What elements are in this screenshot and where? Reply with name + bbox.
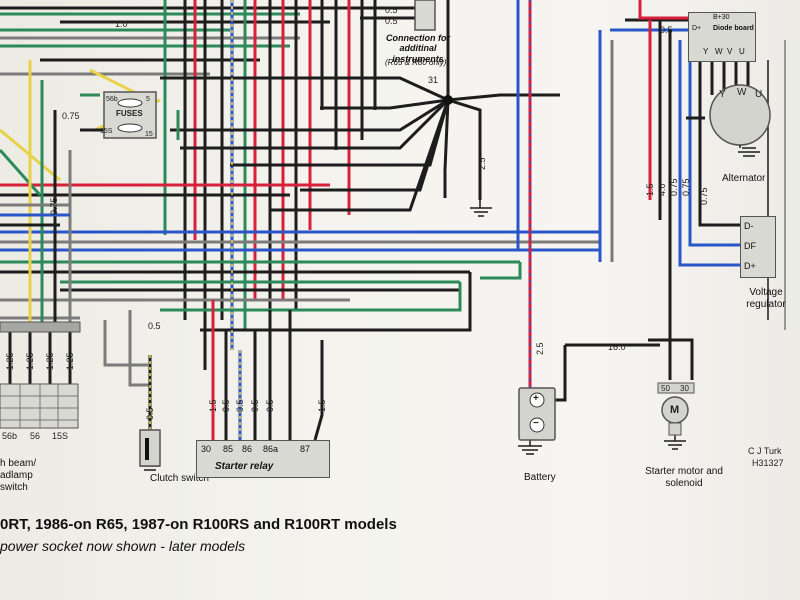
diode-term-v: V <box>727 47 733 56</box>
headlamp-label-3: switch <box>0 482 28 493</box>
headlamp-term-15s: 15S <box>52 431 69 441</box>
alt-term-u: U <box>755 89 763 100</box>
wire-gauge-ground: 2.5 <box>477 157 487 170</box>
left-wire-2: 1.25 <box>25 352 35 370</box>
starter-relay-label: Starter relay <box>215 461 274 472</box>
diode-dplus: D+ <box>692 25 702 32</box>
wire-gauge-relay: 0.5 <box>148 321 161 331</box>
starter-relay: 30 85 86 86a 87 Starter relay <box>196 440 330 478</box>
headlamp-label-1: h beam/ <box>0 458 37 469</box>
headlamp-term-56b: 56b <box>2 431 18 441</box>
relay-term-86: 86 <box>242 444 253 454</box>
diode-term-y: Y <box>703 47 709 56</box>
credit-ref: H31327 <box>752 458 784 468</box>
wire-gauge-diode: 0.5 <box>660 25 673 35</box>
wire-gauge-battery: 2.5 <box>535 342 545 355</box>
wire-gauge-vr: 0.75 <box>699 187 709 205</box>
wire-gauge-starter: 16.0 <box>608 342 626 352</box>
clutch-switch-label: Clutch switch <box>150 473 209 484</box>
relay-term-86a: 86a <box>263 444 279 454</box>
vr-term-dminus: D- <box>744 221 754 231</box>
relay-wire-6: 1.5 <box>317 399 327 412</box>
starter-motor-m: M <box>670 404 680 416</box>
relay-wire-5: 0.5 <box>265 399 275 412</box>
relay-term-85: 85 <box>223 444 234 454</box>
diode-term-u: U <box>739 47 745 56</box>
alternator-label: Alternator <box>722 173 766 184</box>
headlamp-label-2: adlamp <box>0 470 33 481</box>
headlamp-term-56: 56 <box>30 431 41 441</box>
caption-line-1: 0RT, 1986-on R65, 1987-on R100RS and R10… <box>0 516 397 533</box>
relay-term-87: 87 <box>300 444 311 454</box>
diode-board: B+30 D+ Diode board Y W V U <box>688 12 756 62</box>
wire-gauge-left: 0.75 <box>49 197 59 215</box>
wire-gauge-clutch: 0.5 <box>145 407 155 420</box>
alt-term-y: Y <box>719 89 726 100</box>
vr-term-dplus: D+ <box>744 261 756 271</box>
relay-term-30: 30 <box>201 444 212 454</box>
fuse-term-15s: 15S <box>100 128 113 135</box>
connection-box-title: Connection for additinal instruments <box>386 33 450 64</box>
battery-label: Battery <box>524 472 556 483</box>
relay-wire-1: 1.5 <box>208 399 218 412</box>
voltage-regulator-label: Voltage regulator <box>746 287 786 310</box>
connection-box-sub: (R65 & R80 only) <box>385 58 447 67</box>
caption-line-2: power socket now shown - later models <box>0 538 246 554</box>
conn-wire-b: 0.5 <box>385 16 398 26</box>
junction-31-label: 31 <box>428 75 439 85</box>
starter-term-50: 50 <box>661 384 670 393</box>
fuse-term-56b: 56b <box>106 96 118 103</box>
fuse-term-15: 15 <box>145 131 153 138</box>
credit-name: C J Turk <box>748 446 782 456</box>
left-wire-3: 1.25 <box>45 352 55 370</box>
diode-board-title: Diode board <box>713 25 754 32</box>
diode-b30: B+30 <box>713 14 730 21</box>
fuse-term-5: 5 <box>146 96 150 103</box>
relay-wire-3: 0.5 <box>235 399 245 412</box>
relay-wire-2: 0.5 <box>221 399 231 412</box>
starter-term-30: 30 <box>680 384 689 393</box>
left-wire-1: 1.25 <box>5 352 15 370</box>
wire-gauge-fuse: 0.75 <box>62 111 80 121</box>
wire-gauge-alt-2: 4.0 <box>657 183 667 196</box>
vr-term-df: DF <box>744 241 756 251</box>
battery-minus: − <box>533 418 539 429</box>
left-wire-4: 1.25 <box>65 352 75 370</box>
fuses-label: FUSES <box>116 109 143 118</box>
wire-gauge-alt-1: 1.5 <box>645 183 655 196</box>
voltage-regulator: D- DF D+ <box>740 216 776 278</box>
wire-gauge-alt-3: 0.75 <box>669 178 679 196</box>
alt-term-w: W <box>737 87 747 98</box>
relay-wire-4: 0.5 <box>250 399 260 412</box>
starter-motor-label: Starter motor and solenoid <box>645 466 723 489</box>
diode-term-w: W <box>715 47 723 56</box>
wire-gauge-alt-4: 0.75 <box>681 178 691 196</box>
wire-gauge-top: 1.0 <box>115 19 128 29</box>
battery-plus: + <box>533 393 539 404</box>
conn-wire-a: 0.5 <box>385 5 398 15</box>
